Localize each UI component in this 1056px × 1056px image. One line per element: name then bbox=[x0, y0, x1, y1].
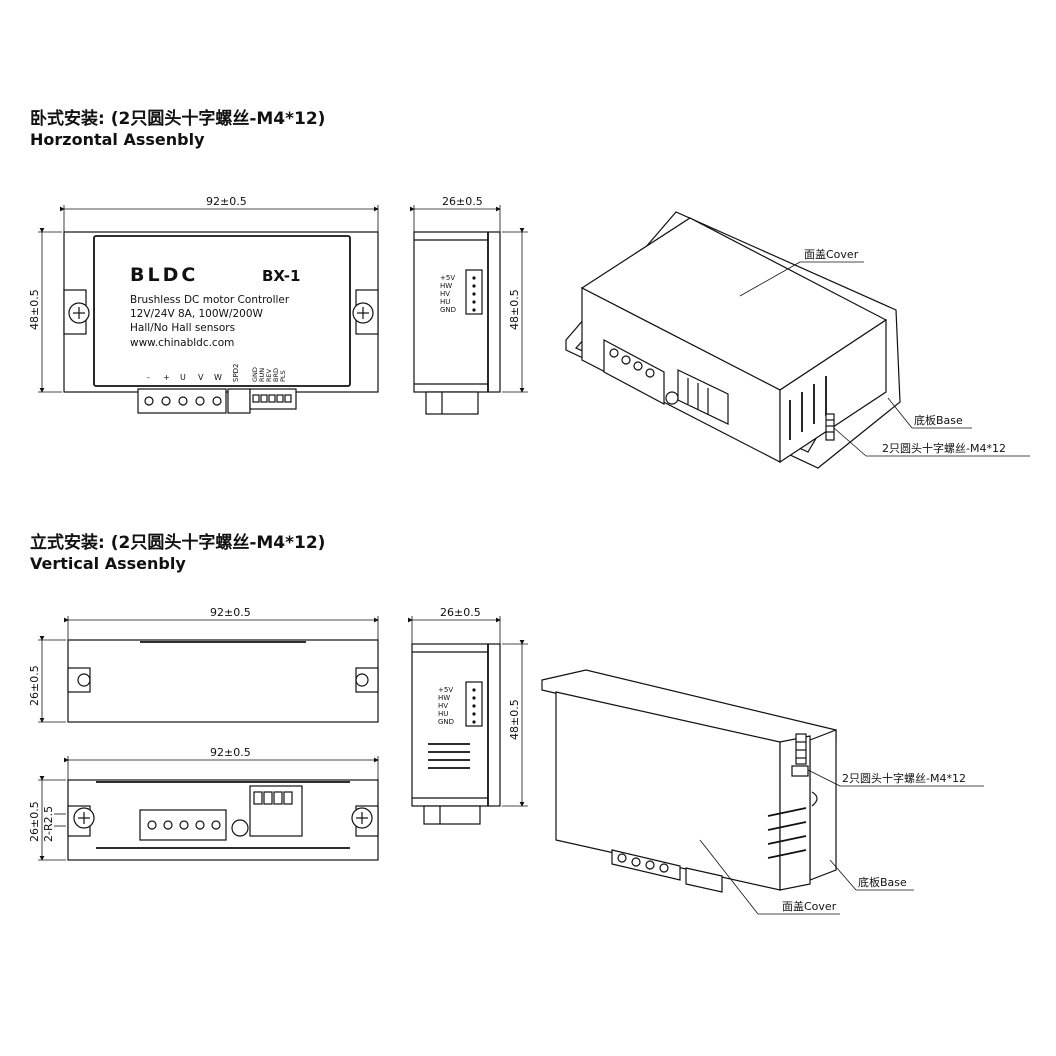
v-dim-depth: 26±0.5 bbox=[440, 606, 481, 619]
spd-label: SPD2 bbox=[232, 363, 240, 382]
control-connector bbox=[249, 388, 297, 410]
vertical-title-en: Vertical Assenbly bbox=[30, 554, 186, 573]
vertical-title-cn: 立式安装: (2只圆头十字螺丝-M4*12) bbox=[30, 533, 326, 553]
model-label: BX-1 bbox=[262, 267, 300, 285]
pin-label: + bbox=[163, 373, 170, 382]
pin-label: - bbox=[147, 373, 150, 382]
v-hall-pin-label: HW bbox=[438, 694, 450, 702]
v-dim-width-top: 92±0.5 bbox=[210, 606, 251, 619]
ctrl-pin-label: RUN bbox=[258, 368, 266, 382]
hall-pin-label: GND bbox=[440, 306, 456, 314]
desc-line1: Brushless DC motor Controller bbox=[130, 294, 290, 306]
horizontal-title-cn: 卧式安装: (2只圆头十字螺丝-M4*12) bbox=[30, 109, 326, 129]
vertical-bottom-view: 92±0.5 26±0.5 2-R2.5 bbox=[28, 746, 379, 861]
screw-right-icon bbox=[352, 302, 374, 324]
v-hall-pin-label: HV bbox=[438, 702, 448, 710]
h-dim-side-height: 48±0.5 bbox=[508, 289, 521, 330]
desc-line2: 12V/24V 8A, 100W/200W bbox=[130, 308, 264, 320]
h-callout-screw: 2只圆头十字螺丝-M4*12 bbox=[882, 441, 1006, 455]
v-hall-connector bbox=[465, 681, 483, 727]
v-callout-cover: 面盖Cover bbox=[782, 899, 837, 913]
v-hall-pin-label: +5V bbox=[438, 686, 453, 694]
ctrl-pin-label: REV bbox=[265, 368, 273, 382]
ctrl-pin-label: PLS bbox=[279, 370, 287, 382]
ctrl-pin-label: GND bbox=[251, 367, 259, 382]
h-callout-cover: 面盖Cover bbox=[804, 247, 859, 261]
v-dim-height-bottom: 26±0.5 bbox=[28, 801, 41, 842]
ctrl-pin-label: BRD bbox=[272, 368, 280, 382]
hall-pin-label: HW bbox=[440, 282, 452, 290]
hall-pin-label: HV bbox=[440, 290, 450, 298]
pin-label: U bbox=[180, 373, 186, 382]
horizontal-front-view: 92±0.5 48±0.5 BLDC BX-1 Brushless DC mot… bbox=[28, 195, 379, 414]
v-callout-screw: 2只圆头十字螺丝-M4*12 bbox=[842, 771, 966, 785]
horizontal-title-en: Horzontal Assenbly bbox=[30, 130, 205, 149]
v-dim-width-bottom: 92±0.5 bbox=[210, 746, 251, 759]
vertical-side-view: 26±0.5 48±0.5 +5V HW HV HU GND bbox=[408, 606, 528, 825]
screw-bottom-right-icon bbox=[351, 807, 373, 829]
hall-pin-label: +5V bbox=[440, 274, 455, 282]
h-dim-width: 92±0.5 bbox=[206, 195, 247, 208]
horizontal-isometric-view: 面盖Cover 底板Base 2只圆头十字螺丝-M4*12 bbox=[565, 211, 1030, 469]
v-power-terminal bbox=[139, 809, 227, 841]
v-dim-side-height: 48±0.5 bbox=[508, 699, 521, 740]
v-hall-pin-label: HU bbox=[438, 710, 448, 718]
h-dim-depth: 26±0.5 bbox=[442, 195, 483, 208]
v-hall-pin-label: GND bbox=[438, 718, 454, 726]
v-control-connector bbox=[249, 785, 303, 837]
desc-line3: Hall/No Hall sensors bbox=[130, 322, 235, 334]
screw-left-icon bbox=[68, 302, 90, 324]
h-dim-height: 48±0.5 bbox=[28, 289, 41, 330]
horizontal-side-view: 26±0.5 48±0.5 +5V HW HV HU GND bbox=[410, 195, 528, 415]
vertical-top-view: 92±0.5 26±0.5 bbox=[28, 606, 379, 723]
pin-label: V bbox=[198, 373, 204, 382]
v-callout-base: 底板Base bbox=[858, 875, 907, 889]
brand-logo: BLDC bbox=[130, 264, 198, 286]
power-terminal-block bbox=[137, 388, 227, 414]
hall-pin-label: HU bbox=[440, 298, 450, 306]
v-dim-height-top: 26±0.5 bbox=[28, 665, 41, 706]
hall-connector bbox=[465, 269, 483, 315]
vertical-isometric-view: 2只圆头十字螺丝-M4*12 底板Base 面盖Cover bbox=[541, 669, 984, 915]
pin-label: W bbox=[214, 373, 222, 382]
website: www.chinabldc.com bbox=[130, 337, 234, 349]
screw-bottom-left-icon bbox=[73, 807, 95, 829]
v-dim-slot: 2-R2.5 bbox=[42, 806, 55, 842]
h-callout-base: 底板Base bbox=[914, 413, 963, 427]
speed-pot bbox=[227, 388, 251, 414]
